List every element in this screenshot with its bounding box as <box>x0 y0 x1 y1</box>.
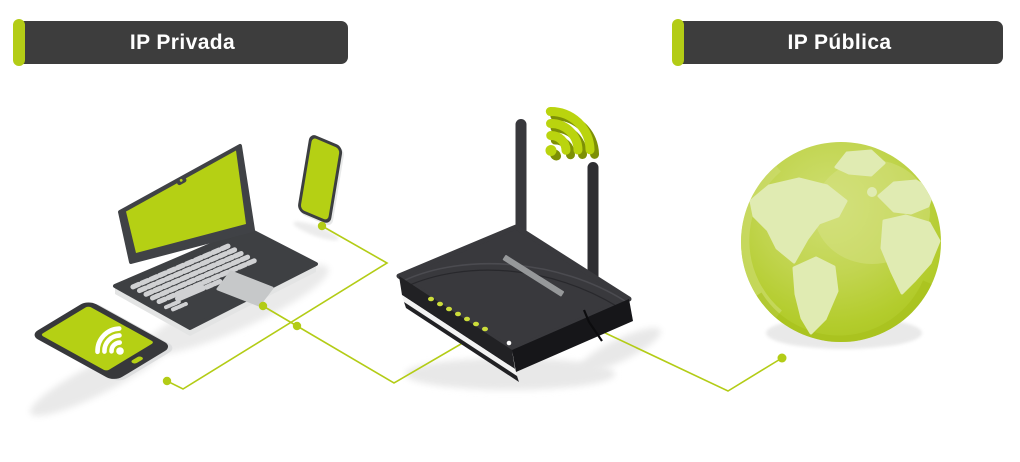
router-led-indicators <box>428 296 512 346</box>
private-ip-badge-accent-bar <box>13 19 25 66</box>
laptop-node-dot <box>258 301 268 311</box>
smartphone-illustration <box>298 135 344 226</box>
laptop-screen <box>126 150 246 253</box>
globe-continents <box>749 149 941 335</box>
globe-node-dot <box>777 353 787 363</box>
router-power-led <box>506 340 512 346</box>
router-antenna-right <box>587 162 599 304</box>
router-wifi-icon <box>545 106 600 161</box>
tablet-wifi-icon <box>95 326 124 355</box>
router-illustration <box>396 106 633 382</box>
router-globe-connector-line <box>600 330 783 392</box>
smartphone-node-dot <box>317 221 327 231</box>
phone-tablet-connector-line <box>166 225 389 390</box>
private-ip-badge-plate: IP Privada <box>17 21 348 64</box>
laptop-webcam-dot <box>176 176 187 186</box>
tablet-illustration <box>34 302 173 381</box>
public-ip-badge: IP Pública <box>672 19 1003 66</box>
junction-node-dot <box>292 321 302 331</box>
globe-illustration <box>741 142 941 342</box>
public-ip-badge-label: IP Pública <box>787 31 892 54</box>
tablet-home-button <box>131 356 143 364</box>
public-ip-badge-plate: IP Pública <box>676 21 1003 64</box>
private-ip-badge: IP Privada <box>13 19 348 66</box>
router-right-face <box>512 299 633 372</box>
laptop-keyboard <box>130 243 259 312</box>
tablet-node-dot <box>162 376 172 386</box>
router-vent <box>502 255 564 297</box>
private-ip-badge-label: IP Privada <box>129 31 236 54</box>
router-antenna-left <box>515 119 527 254</box>
connector-node-dots <box>162 221 787 386</box>
smartphone-screen <box>300 138 340 220</box>
laptop-illustration <box>113 144 318 336</box>
router-front-face <box>399 276 515 369</box>
public-ip-badge-accent-bar <box>672 19 684 66</box>
